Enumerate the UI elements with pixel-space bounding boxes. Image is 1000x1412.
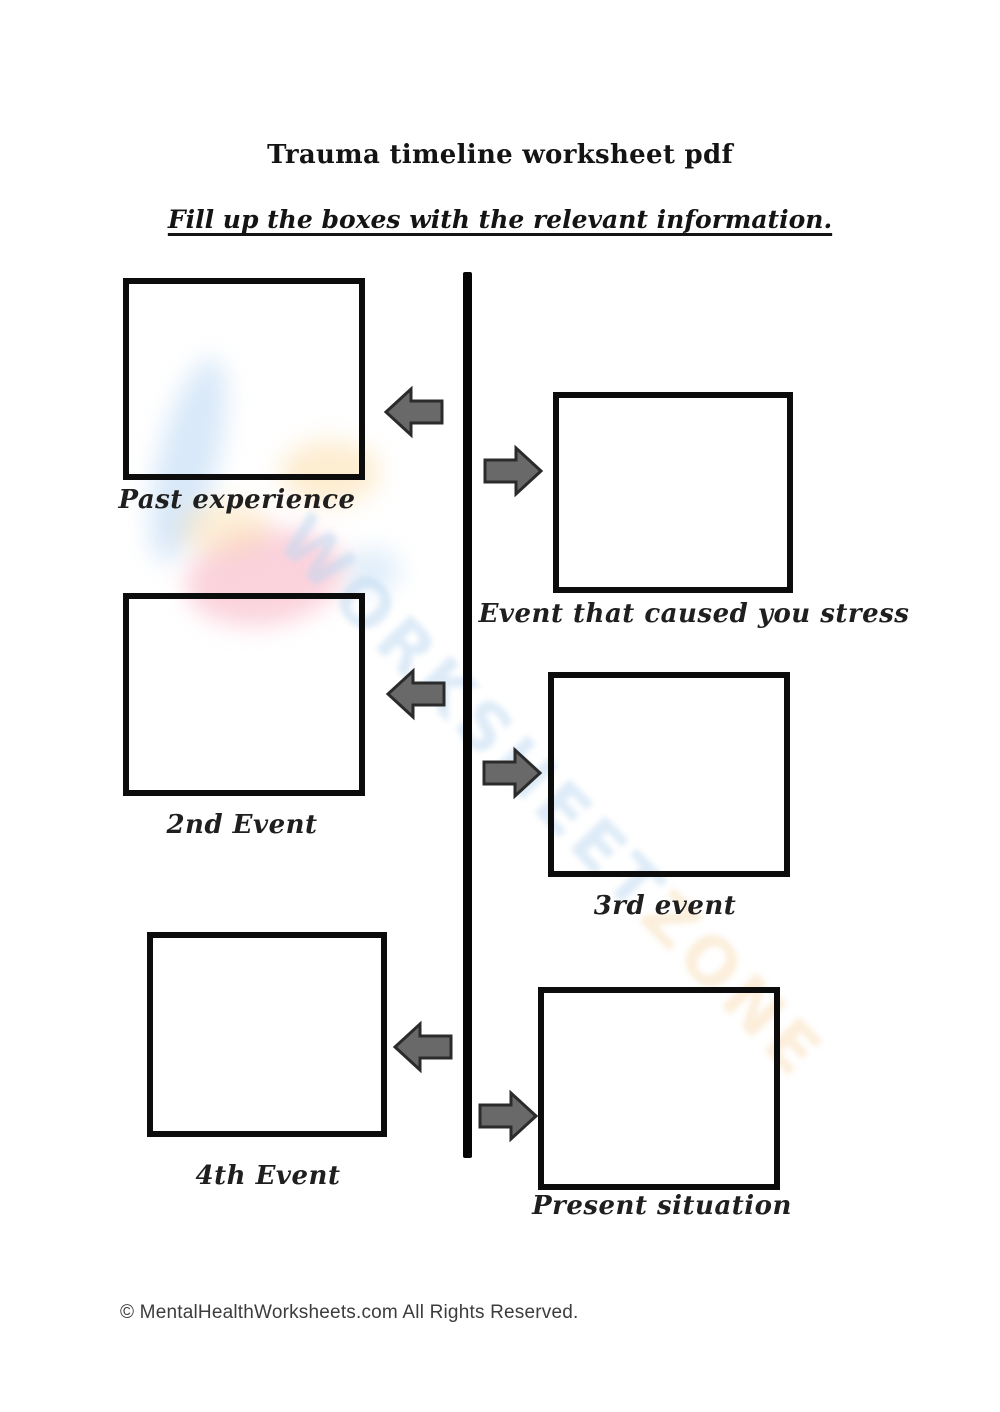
arrow-right-icon [483,444,544,498]
event-box-past-experience [123,278,365,480]
decorative-blob-blue2 [345,548,400,593]
event-box-present-situation [538,987,780,1190]
box-label-3rd-event: 3rd event [593,891,737,921]
event-box-4th-event [147,932,387,1137]
box-label-past-experience: Past experience [118,485,356,515]
box-label-present-situation: Present situation [532,1191,792,1221]
box-label-stress-event: Event that caused you stress [478,599,910,629]
arrow-left-icon [383,385,444,439]
arrow-right-icon [478,1089,539,1143]
arrow-right-icon [482,746,543,800]
timeline-vertical-line [463,272,472,1158]
box-label-2nd-event: 2nd Event [166,810,318,840]
event-box-3rd-event [548,672,790,877]
instruction-underlined-text: Fill up the boxes with the relevant info… [167,205,833,234]
event-box-2nd-event [123,593,365,796]
copyright-footer: © MentalHealthWorksheets.com All Rights … [120,1302,579,1323]
page-title: Trauma timeline worksheet pdf [267,140,733,170]
event-box-stress-event [553,392,793,593]
instruction-text: Fill up the boxes with the relevant info… [0,205,1000,234]
arrow-left-icon [385,667,446,721]
arrow-left-icon [392,1020,453,1074]
box-label-4th-event: 4th Event [195,1161,341,1191]
